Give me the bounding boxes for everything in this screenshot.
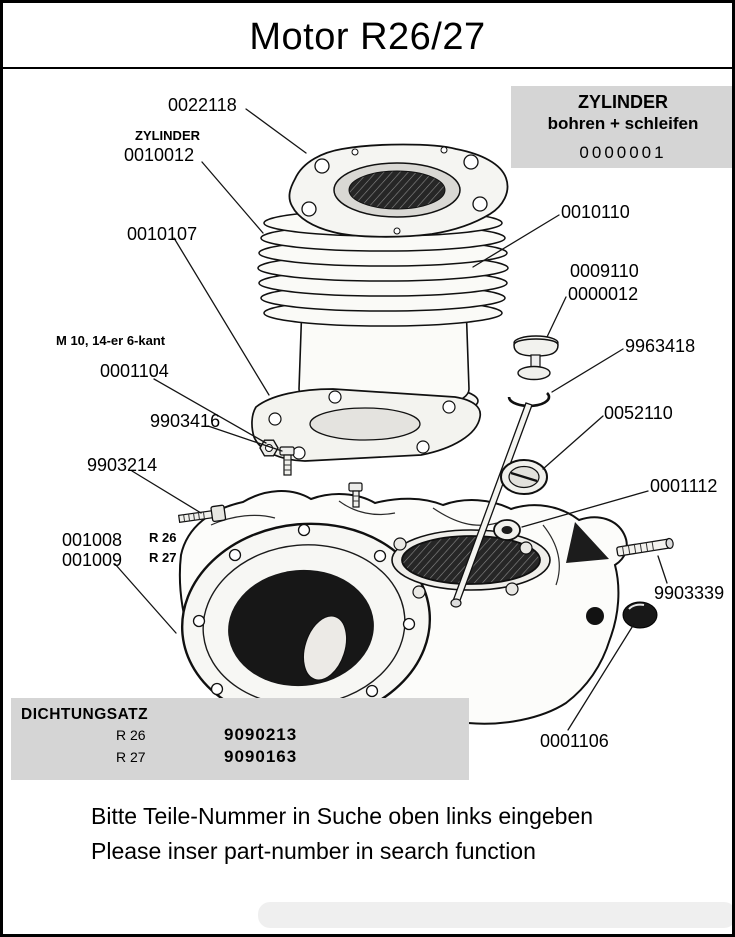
dichtungssatz-row-model: R 27	[116, 749, 146, 765]
zylinder-box-number: 0000001	[579, 143, 667, 162]
bushing-drawing	[493, 519, 521, 541]
head-gasket-drawing	[288, 143, 509, 238]
part-label-001008: 001008	[62, 530, 123, 550]
dichtungssatz-row-number: 9090163	[224, 747, 298, 766]
small-bolt-drawing	[177, 504, 227, 523]
dichtungssatz-row-model: R 26	[116, 727, 146, 743]
part-label-001009: 001009	[62, 550, 123, 570]
part-label-0052110: 0052110	[604, 403, 673, 423]
part-label-9963418: 9963418	[625, 336, 696, 356]
footer-instruction-de: Bitte Teile-Nummer in Suche oben links e…	[91, 803, 594, 829]
m10-caption: M 10, 14-er 6-kant	[56, 333, 166, 348]
part-label-0001106: 0001106	[540, 731, 609, 751]
title-divider	[3, 67, 732, 69]
leader-lines	[114, 108, 668, 731]
part-label-0001104: 0001104	[100, 361, 169, 381]
part-label-9903214: 9903214	[87, 455, 158, 475]
dichtungssatz-title: DICHTUNGSATZ	[21, 706, 149, 723]
crankcase-drawing	[178, 490, 628, 725]
page-title: Motor R26/27	[249, 16, 486, 58]
stud-bolt-right-drawing	[616, 537, 674, 557]
oil-plug-drawing	[622, 601, 658, 629]
part-label-0000012: 0000012	[568, 284, 639, 304]
r26-caption: R 26	[149, 530, 177, 545]
part-label-0010107: 0010107	[127, 224, 198, 244]
zylinder-box-subtitle: bohren + schleifen	[547, 114, 699, 133]
r27-caption: R 27	[149, 550, 177, 565]
zylinder-box-title: ZYLINDER	[578, 92, 668, 112]
part-label-0010012: 0010012	[124, 145, 195, 165]
tappet-pushrod-drawing	[450, 335, 559, 608]
zylinder-caption: ZYLINDER	[135, 128, 200, 143]
part-label-9903416: 9903416	[150, 411, 221, 431]
engine-exploded-diagram	[114, 108, 674, 731]
dichtungssatz-row-number: 9090213	[224, 725, 298, 744]
hex-nut-drawing	[259, 439, 279, 457]
dichtungssatz-box: DICHTUNGSATZ R 26 9090213 R 27 9090163	[11, 698, 469, 780]
scan-artifact	[258, 902, 732, 928]
base-gasket-drawing	[251, 388, 482, 462]
zylinder-info-box: ZYLINDER bohren + schleifen 0000001	[511, 86, 732, 168]
part-label-0009110: 0009110	[570, 261, 639, 281]
screw-plug-drawing	[500, 459, 548, 495]
cylinder-drawing	[257, 190, 509, 421]
footer-instruction-en: Please inser part-number in search funct…	[91, 838, 536, 864]
part-label-0001112: 0001112	[650, 476, 718, 496]
part-label-0010110: 0010110	[561, 202, 630, 222]
part-label-9903339: 9903339	[654, 583, 725, 603]
part-label-0022118: 0022118	[168, 95, 237, 115]
